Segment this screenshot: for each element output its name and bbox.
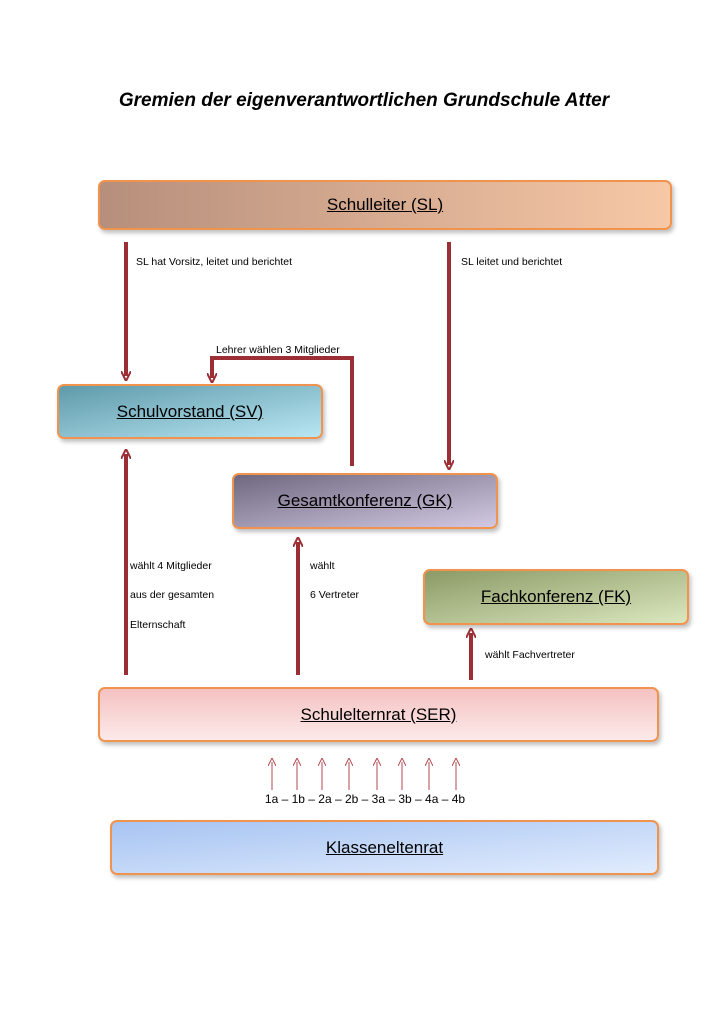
label-ser-to-fk: wählt Fachvertreter <box>485 649 575 661</box>
label-gk-to-sv: Lehrer wählen 3 Mitglieder <box>216 344 340 356</box>
arrow-gk-to-sv <box>212 356 354 466</box>
box-fachkonferenz: Fachkonferenz (FK) <box>423 569 689 625</box>
label-ser-to-sv-2: aus der gesamten <box>130 589 215 601</box>
label-ser-to-sv-3: Elternschaft <box>130 619 186 631</box>
box-schulvorstand: Schulvorstand (SV) <box>57 384 323 439</box>
class-list: 1a – 1b – 2a – 2b – 3a – 3b – 4a – 4b <box>264 792 466 806</box>
box-schulleiter: Schulleiter (SL) <box>98 180 672 230</box>
label-sl-to-sv: SL hat Vorsitz, leitet und berichtet <box>136 256 293 268</box>
box-klasseneltenrat: Klasseneltenrat <box>110 820 659 875</box>
label-ser-to-gk-1: wählt <box>310 560 335 572</box>
box-schulelternrat: Schulelternrat (SER) <box>98 687 659 742</box>
page-title: Gremien der eigenverantwortlichen Grunds… <box>118 90 610 111</box>
label-ser-to-sv-1: wählt 4 Mitglieder <box>130 560 212 572</box>
box-gesamtkonferenz: Gesamtkonferenz (GK) <box>232 473 498 529</box>
label-ser-to-gk-2: 6 Vertreter <box>310 589 360 601</box>
label-sl-to-gk: SL leitet und berichtet <box>461 256 563 268</box>
